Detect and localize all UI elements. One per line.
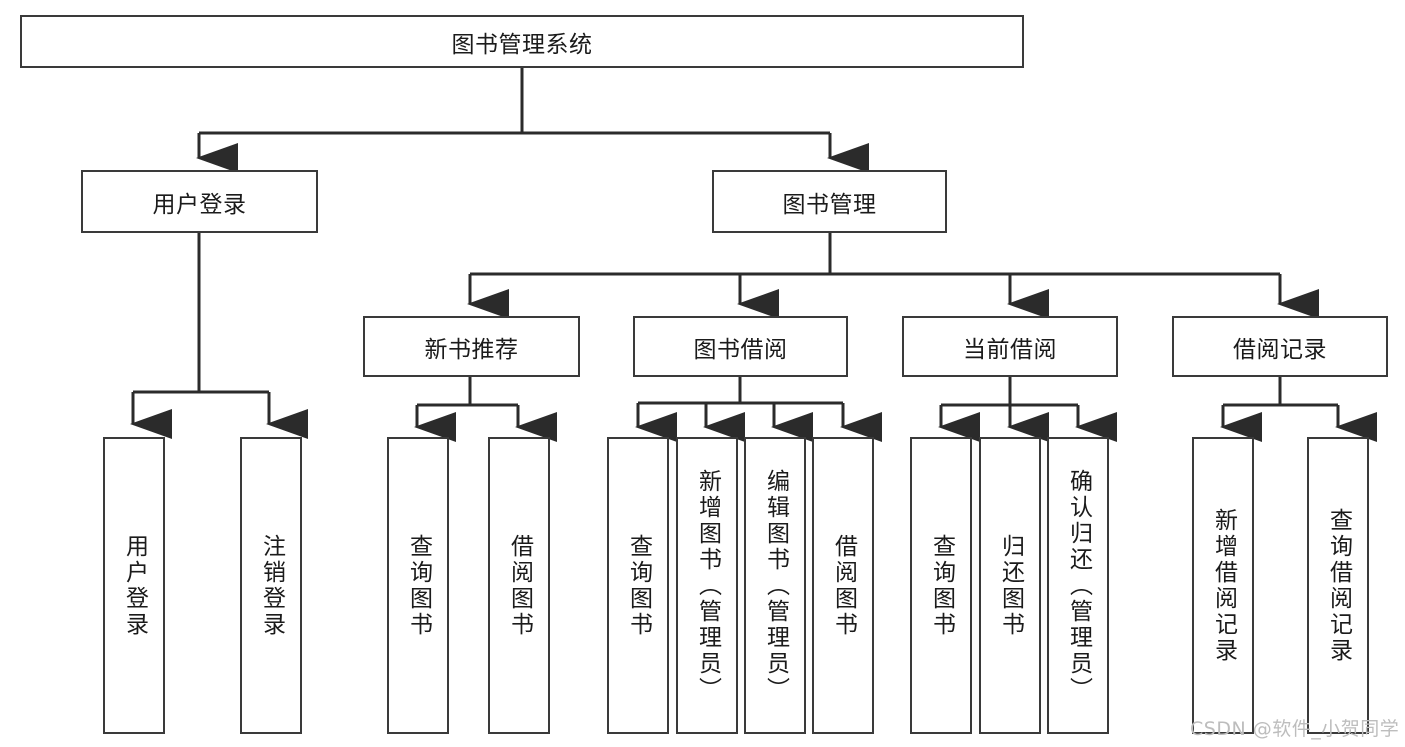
node-label: 查询借阅记录 bbox=[1325, 507, 1352, 664]
node-label: 用户登录 bbox=[121, 533, 148, 638]
node-label: 借阅图书 bbox=[506, 533, 533, 638]
node-borrow-record[interactable]: 借阅记录 bbox=[1172, 316, 1388, 377]
node-label: 查询图书 bbox=[625, 533, 652, 638]
node-label: 新书推荐 bbox=[424, 336, 519, 363]
leaf-recommend-query-book[interactable]: 查询图书 bbox=[387, 437, 449, 734]
node-label: 归还图书 bbox=[997, 533, 1024, 638]
node-new-book-recommend[interactable]: 新书推荐 bbox=[363, 316, 580, 377]
node-label: 当前借阅 bbox=[963, 336, 1057, 363]
node-book-borrow[interactable]: 图书借阅 bbox=[633, 316, 848, 377]
leaf-record-query-record[interactable]: 查询借阅记录 bbox=[1307, 437, 1369, 734]
node-label: 新增借阅记录 bbox=[1210, 507, 1237, 664]
leaf-borrow-edit-book-admin[interactable]: 编辑图书（管理员） bbox=[744, 437, 806, 734]
node-label: 编辑图书（管理员） bbox=[762, 468, 789, 703]
node-current-borrow[interactable]: 当前借阅 bbox=[902, 316, 1118, 377]
node-book-management[interactable]: 图书管理 bbox=[712, 170, 947, 233]
csdn-watermark: CSDN @软件_小贺同学 bbox=[1190, 718, 1400, 740]
leaf-borrow-query-book[interactable]: 查询图书 bbox=[607, 437, 669, 734]
leaf-borrow-borrow-book[interactable]: 借阅图书 bbox=[812, 437, 874, 734]
leaf-recommend-borrow-book[interactable]: 借阅图书 bbox=[488, 437, 550, 734]
leaf-current-confirm-return-admin[interactable]: 确认归还（管理员） bbox=[1047, 437, 1109, 734]
leaf-current-query-book[interactable]: 查询图书 bbox=[910, 437, 972, 734]
node-label: 用户登录 bbox=[152, 191, 247, 218]
node-label: 借阅记录 bbox=[1233, 336, 1327, 363]
node-root-system[interactable]: 图书管理系统 bbox=[20, 15, 1024, 68]
node-label: 图书借阅 bbox=[693, 336, 788, 363]
node-label: 查询图书 bbox=[928, 533, 955, 638]
node-label: 确认归还（管理员） bbox=[1065, 468, 1092, 703]
node-label: 图书管理系统 bbox=[451, 31, 593, 58]
leaf-logout-login[interactable]: 注销登录 bbox=[240, 437, 302, 734]
node-label: 查询图书 bbox=[405, 533, 432, 638]
node-label: 注销登录 bbox=[258, 533, 285, 638]
node-label: 新增图书（管理员） bbox=[694, 468, 721, 703]
node-label: 借阅图书 bbox=[830, 533, 857, 638]
leaf-record-add-record[interactable]: 新增借阅记录 bbox=[1192, 437, 1254, 734]
leaf-current-return-book[interactable]: 归还图书 bbox=[979, 437, 1041, 734]
node-user-login[interactable]: 用户登录 bbox=[81, 170, 318, 233]
node-label: 图书管理 bbox=[782, 191, 877, 218]
leaf-borrow-add-book-admin[interactable]: 新增图书（管理员） bbox=[676, 437, 738, 734]
leaf-user-login[interactable]: 用户登录 bbox=[103, 437, 165, 734]
